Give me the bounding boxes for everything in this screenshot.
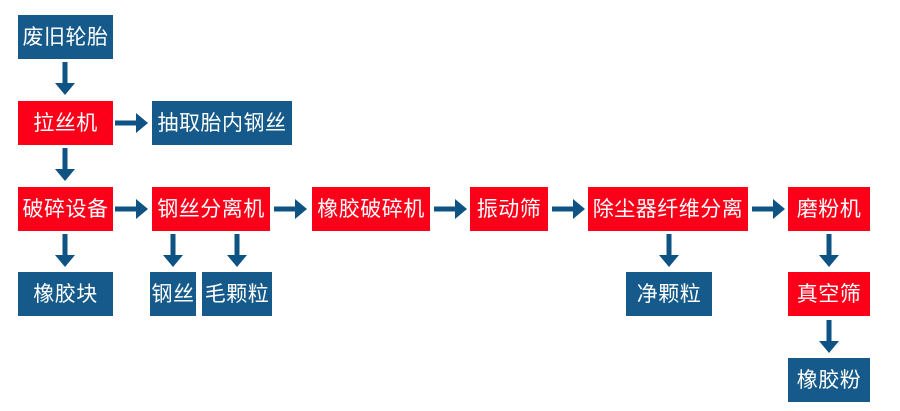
flow-node-n14[interactable]: 真空筛 — [788, 272, 870, 316]
arrow-right-icon — [115, 194, 149, 224]
arrow-right-icon — [752, 194, 786, 224]
flow-node-n3[interactable]: 抽取胎内钢丝 — [152, 101, 292, 145]
flow-node-n5[interactable]: 钢丝分离机 — [152, 187, 270, 231]
flow-node-n2[interactable]: 拉丝机 — [18, 101, 113, 145]
arrow-right-icon — [552, 194, 586, 224]
flow-node-n11[interactable]: 钢丝 — [150, 272, 196, 316]
flow-node-n1[interactable]: 废旧轮胎 — [18, 15, 113, 59]
flow-node-n8[interactable]: 除尘器纤维分离 — [588, 187, 748, 231]
arrow-right-icon — [434, 194, 468, 224]
arrow-down-icon — [814, 234, 844, 268]
flow-node-n6[interactable]: 橡胶破碎机 — [312, 187, 430, 231]
flow-node-n12[interactable]: 毛颗粒 — [202, 272, 272, 316]
flow-node-n4[interactable]: 破碎设备 — [18, 187, 113, 231]
arrow-right-icon — [274, 194, 308, 224]
flow-node-n10[interactable]: 橡胶块 — [18, 272, 113, 316]
arrow-down-icon — [222, 234, 252, 268]
arrow-down-icon — [50, 148, 80, 182]
arrow-down-icon — [814, 320, 844, 354]
flow-node-n9[interactable]: 磨粉机 — [788, 187, 870, 231]
flow-node-n7[interactable]: 振动筛 — [470, 187, 548, 231]
arrow-right-icon — [115, 108, 149, 138]
arrow-down-icon — [158, 234, 188, 268]
flow-node-n13[interactable]: 净颗粒 — [626, 272, 712, 316]
arrow-down-icon — [654, 234, 684, 268]
arrow-down-icon — [50, 234, 80, 268]
arrow-down-icon — [50, 62, 80, 96]
flow-node-n15[interactable]: 橡胶粉 — [788, 358, 870, 402]
